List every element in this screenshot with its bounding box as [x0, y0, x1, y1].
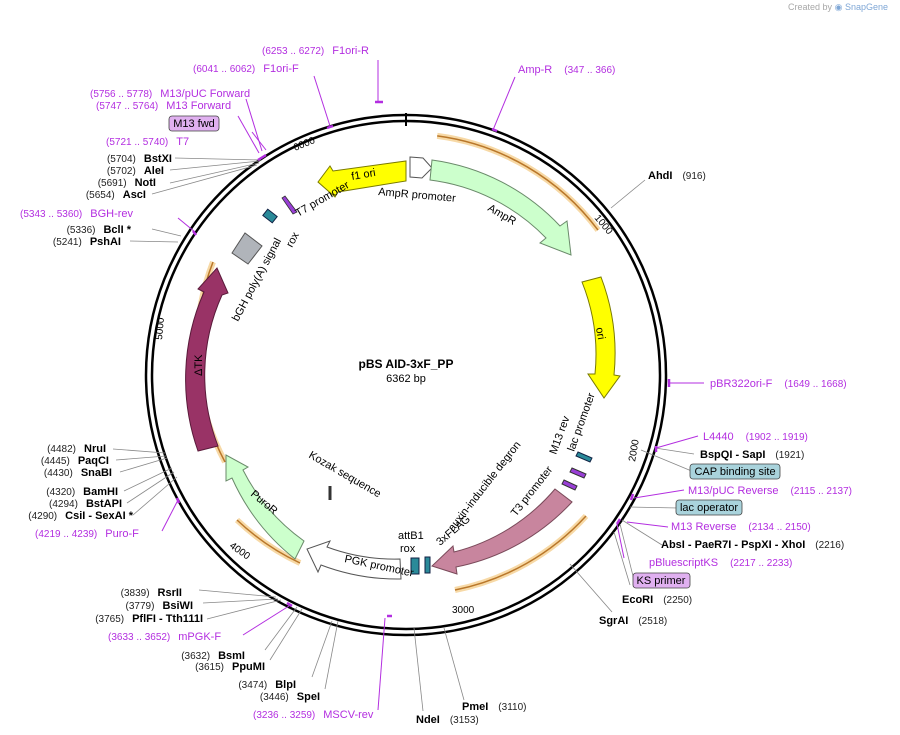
feature-label-f1ori: f1 ori: [350, 167, 376, 183]
orf-ring-ampr-core: [437, 135, 599, 231]
primer-m13-puc-fwd: (5756 .. 5778)M13/pUC Forward: [90, 88, 250, 100]
primer-pbr322ori-f: pBR322ori-F(1649 .. 1668): [710, 378, 847, 390]
enzyme-asci: (5654)AscI: [86, 189, 146, 201]
enzyme-csii: (4290)CsiI - SexAI *: [28, 510, 133, 522]
enzyme-ecori: EcoRI(2250): [622, 594, 692, 606]
primer-leader-lines: [161, 60, 704, 711]
credit-brand: SnapGene: [844, 2, 888, 12]
primer-m13-puc-rev: M13/pUC Reverse(2115 .. 2137): [688, 485, 852, 497]
primer-puro-f: (4219 .. 4239)Puro-F: [35, 528, 139, 540]
feature-label-kozak: Kozak sequence: [307, 449, 383, 500]
boxlabel-cap: CAP binding site: [689, 463, 781, 480]
boxlabel-ksprimer: KS primer: [632, 572, 691, 589]
enzyme-nrui: (4482)NruI: [47, 443, 106, 455]
feature-label-ori: ori: [593, 326, 607, 340]
enzyme-bcli: (5336)BclI *: [67, 224, 132, 236]
enzyme-bsiwi: (3779)BsiWI: [126, 600, 193, 612]
primer-pbluescriptks: pBluescriptKS(2217 .. 2233): [649, 557, 792, 569]
enzyme-bstxi: (5704)BstXI: [107, 153, 172, 165]
feature-arrow-puror: [225, 454, 305, 560]
feature-arrow-f1ori: [317, 160, 407, 198]
feature-arrow-pgk: [306, 540, 402, 580]
feature-arrow-t3: [561, 479, 578, 491]
enzyme-snabi: (4430)SnaBI: [44, 467, 112, 479]
enzyme-bspqi-sapi: BspQI - SapI(1921): [700, 449, 804, 461]
enzyme-spei: (3446)SpeI: [260, 691, 320, 703]
feature-arrow-lacpromoter: [575, 451, 593, 463]
primer-marks: [175, 100, 671, 618]
primer-mpgk-f: (3633 .. 3652)mPGK-F: [108, 631, 221, 643]
enzyme-bsmi: (3632)BsmI: [181, 650, 245, 662]
feature-arrow-ori: [581, 276, 621, 399]
feature-arrow-dtk: [185, 267, 229, 452]
primer-m13-rev: M13 Reverse(2134 .. 2150): [671, 521, 811, 533]
enzyme-pshai: (5241)PshAI: [53, 236, 121, 248]
orf-ring-aid-core: [454, 515, 587, 591]
feature-label-rox1: rox: [284, 230, 302, 250]
feature-label-rox2: rox: [400, 543, 416, 555]
feature-label-ampr-promoter: AmpR promoter: [378, 186, 457, 205]
feature-box-attb1: [424, 556, 431, 574]
feature-label-dtk: ΔTK: [193, 354, 205, 376]
feature-box-rox1: [262, 208, 278, 224]
enzyme-bstapi: (4294)BstAPI: [49, 498, 122, 510]
snapgene-logo-icon: ◉: [834, 2, 843, 12]
tick-label-5000: 5000: [154, 317, 167, 341]
primer-amp-r: Amp-R(347 .. 366): [518, 64, 615, 76]
feature-box-rox2: [410, 557, 420, 575]
primer-f1ori-f: (6041 .. 6062)F1ori-F: [193, 63, 299, 75]
snapgene-credit: Created by ◉ SnapGene: [788, 2, 888, 13]
tick-label-3000: 3000: [452, 605, 475, 616]
primer-m13-fwd: (5747 .. 5764)M13 Forward: [96, 100, 231, 112]
boxlabel-lacop: lac operator: [675, 499, 743, 516]
enzyme-absi-group: AbsI - PaeR7I - PspXI - XhoI(2216): [661, 539, 844, 551]
plasmid-name: pBS AID-3xF_PP: [359, 357, 454, 371]
leader-lines: [112, 157, 695, 712]
enzyme-noti: (5691)NotI: [98, 177, 156, 189]
boxlabel-ksprimer-text: KS primer: [637, 575, 686, 587]
enzyme-sgrai: SgrAI(2518): [599, 615, 667, 627]
feature-label-attb1: attB1: [398, 530, 424, 542]
enzyme-bamhi: (4320)BamHI: [46, 486, 118, 498]
boxlabel-cap-text: CAP binding site: [694, 466, 775, 478]
feature-box-bgh: [231, 232, 263, 265]
feature-arrow-ampr-promoter: [409, 156, 433, 179]
tick-label-6000: 6000: [292, 135, 317, 154]
feature-arrow-m13rev: [569, 467, 587, 479]
primer-l4440: L4440(1902 .. 1919): [703, 431, 808, 443]
orf-ring-puro-core: [236, 519, 301, 564]
primer-bgh-rev: (5343 .. 5360)BGH-rev: [20, 208, 134, 220]
enzyme-paqci: (4445)PaqCI: [41, 455, 109, 467]
tick-label-2000: 2000: [627, 438, 642, 462]
boxlabel-m13-fwd-text: M13 fwd: [173, 118, 215, 130]
enzyme-blpi: (3474)BlpI: [238, 679, 296, 691]
boxlabel-lacop-text: lac operator: [680, 502, 738, 514]
feature-arrow-aid: [431, 488, 573, 575]
enzyme-ppumi: (3615)PpuMI: [195, 661, 265, 673]
enzyme-rsrii: (3839)RsrII: [121, 587, 182, 599]
primer-mscv-rev: (3236 .. 3259)MSCV-rev: [253, 709, 374, 721]
feature-arrow-ampr: [429, 159, 572, 256]
plasmid-length: 6362 bp: [386, 373, 426, 385]
enzyme-ndei: NdeI(3153): [416, 714, 479, 726]
enzyme-pmei: PmeI(3110): [462, 701, 526, 713]
credit-prefix: Created by: [788, 2, 833, 12]
feature-arrow-t7: [281, 195, 298, 215]
enzyme-ahdi: AhdI(916): [648, 170, 706, 182]
boxlabel-m13-fwd: M13 fwd: [168, 115, 220, 132]
primer-t7: (5721 .. 5740)T7: [106, 136, 189, 148]
enzyme-pflfi: (3765)PflFI - Tth111I: [95, 613, 203, 625]
primer-f1ori-r: (6253 .. 6272)F1ori-R: [262, 45, 369, 57]
enzyme-alei: (5702)AleI: [107, 165, 164, 177]
